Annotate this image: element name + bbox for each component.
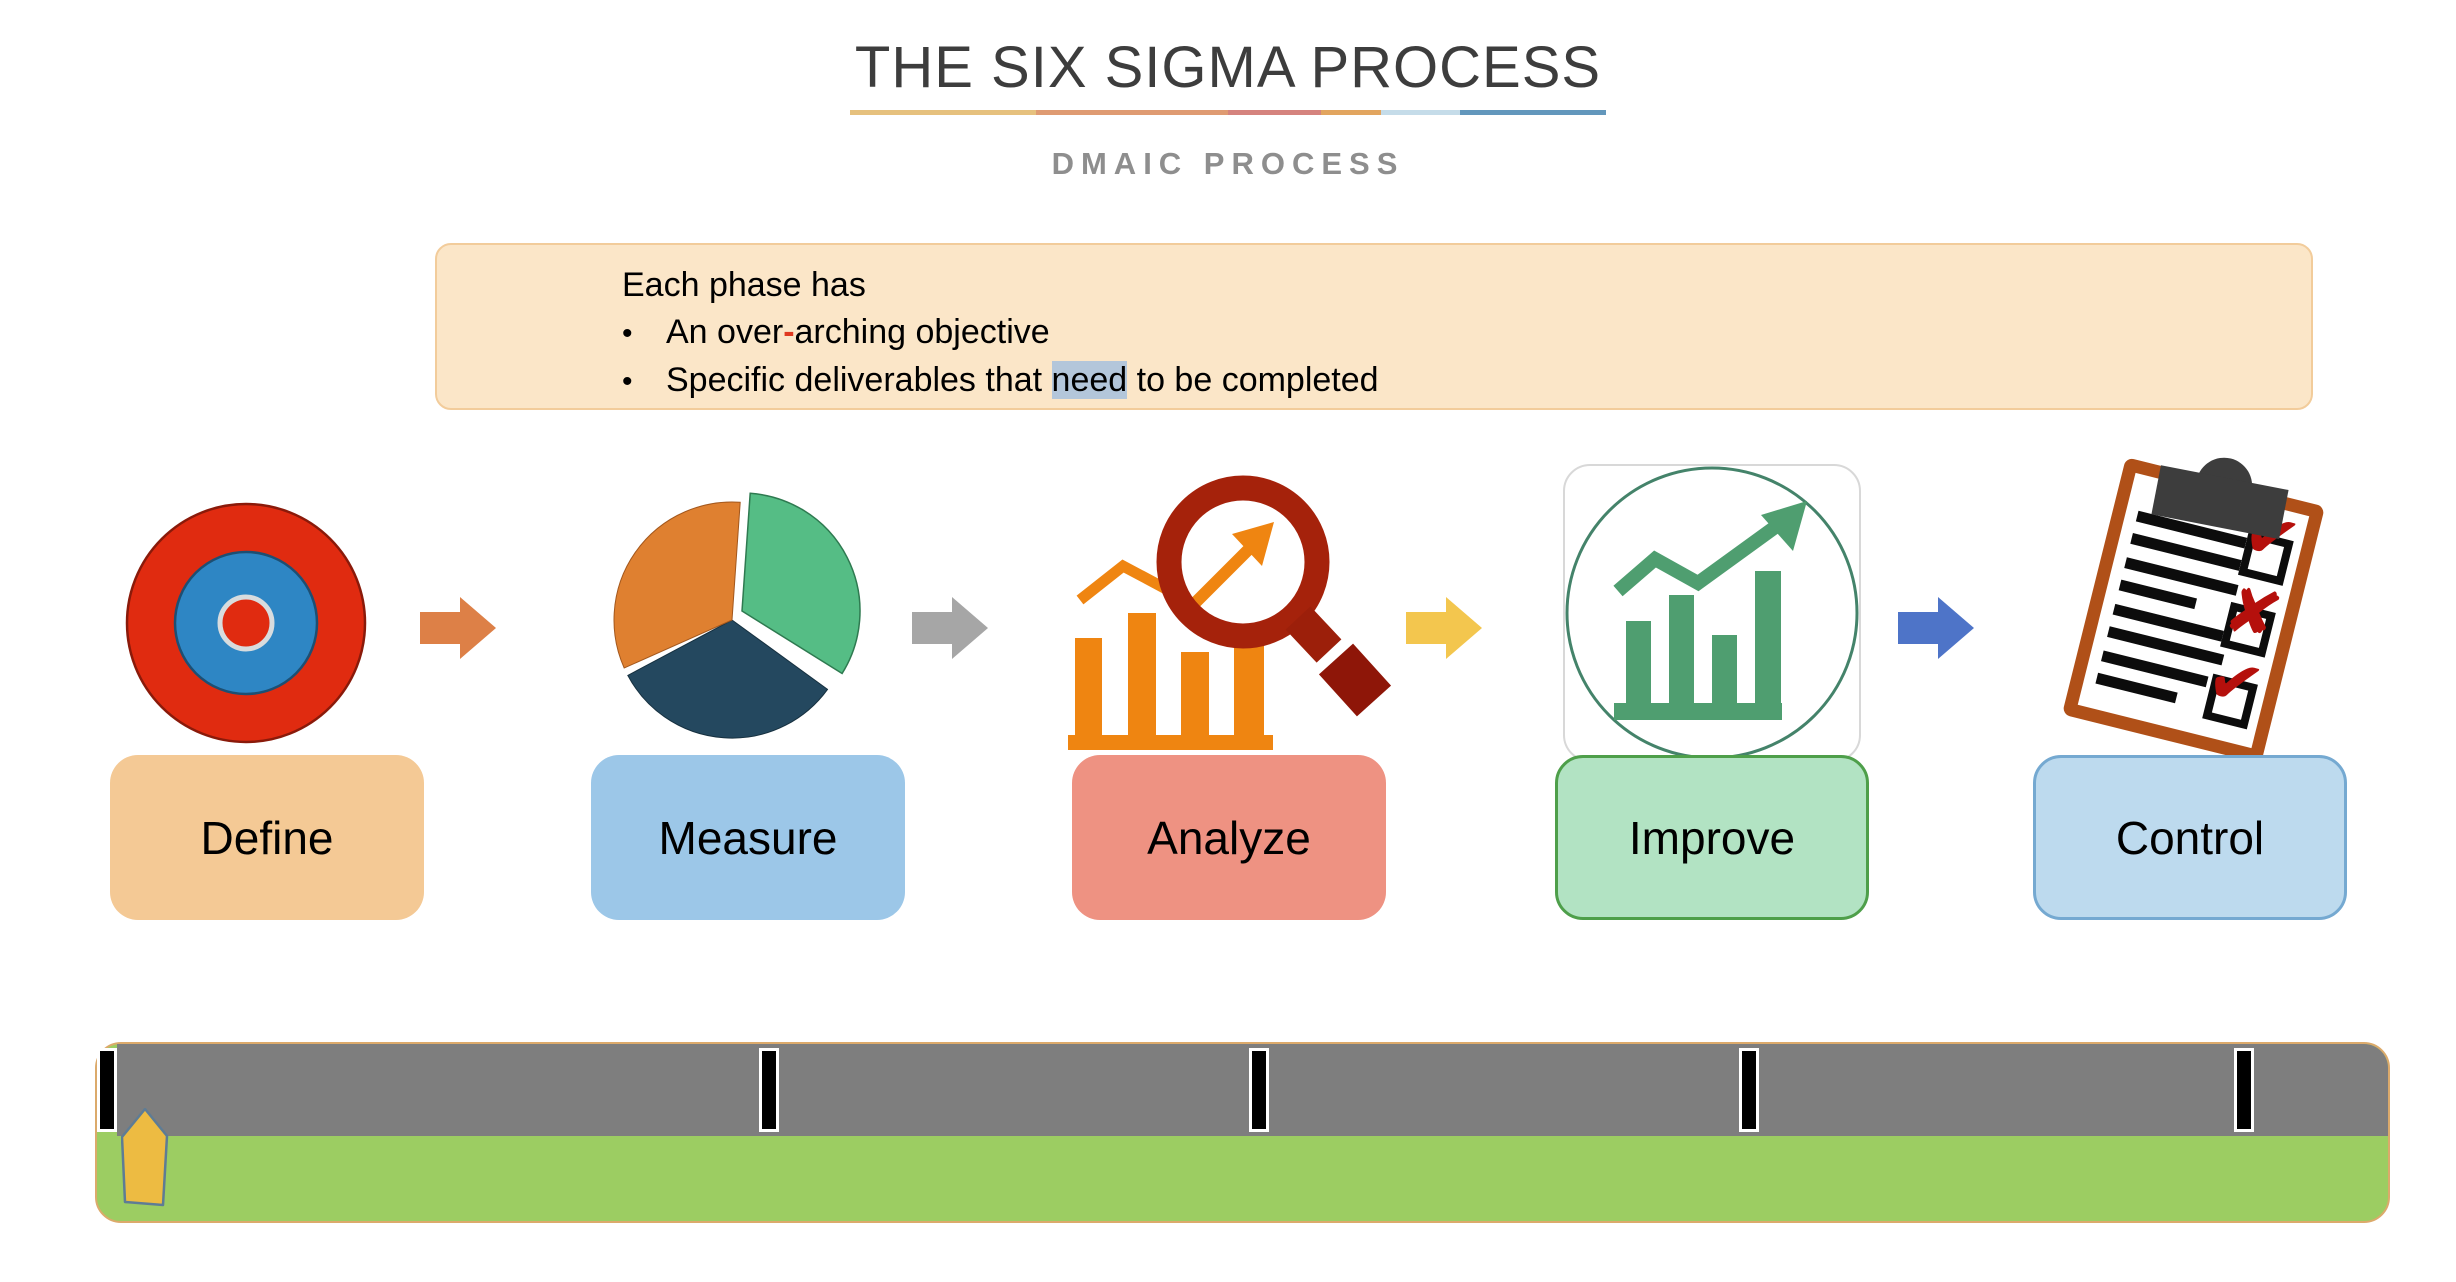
- underline-segment: [1460, 110, 1606, 115]
- arrow-define-to-measure-icon: [420, 597, 496, 659]
- bullet-icon: •: [622, 317, 633, 350]
- info-intro: Each phase has: [622, 266, 866, 304]
- target-icon: [125, 502, 367, 744]
- timeline-road: [95, 1042, 2390, 1223]
- road-tick: [759, 1048, 779, 1132]
- cross-mark-icon: ✘: [2217, 569, 2289, 656]
- page-subtitle: DMAIC PROCESS: [1051, 146, 1405, 181]
- growth-chart-icon: [1563, 464, 1861, 762]
- road-tick: [1739, 1048, 1759, 1132]
- underline-segment: [1381, 110, 1460, 115]
- pie-chart-icon: [613, 492, 861, 739]
- phase-label-control: Control: [2033, 755, 2347, 920]
- page-title: THE SIX SIGMA PROCESS: [854, 35, 1602, 100]
- underline-segment: [1036, 110, 1228, 115]
- info-box: Each phase has • An over-arching objecti…: [435, 243, 2313, 410]
- red-hyphen: -: [783, 313, 795, 351]
- phase-label-analyze: Analyze: [1072, 755, 1386, 920]
- checklist-clipboard-icon: ✔ ✘ ✔: [2061, 451, 2326, 764]
- road-tick: [2234, 1048, 2254, 1132]
- road-tick: [1249, 1048, 1269, 1132]
- title-underline: [850, 110, 1606, 115]
- underline-segment: [850, 110, 1036, 115]
- bullet-icon: •: [622, 365, 633, 398]
- arrow-measure-to-analyze-icon: [912, 597, 988, 659]
- info-bullet-2: • Specific deliverables that need to be …: [622, 357, 2311, 405]
- road-tick: [97, 1048, 117, 1132]
- position-marker-icon: [121, 1108, 169, 1207]
- info-bullet-1: • An over-arching objective: [622, 309, 2311, 357]
- bar-chart-magnifier-icon: [1068, 475, 1392, 750]
- arrow-improve-to-control-icon: [1898, 597, 1974, 659]
- arrow-analyze-to-improve-icon: [1406, 597, 1482, 659]
- phase-label-define: Define: [110, 755, 424, 920]
- phase-label-improve: Improve: [1555, 755, 1869, 920]
- underline-segment: [1228, 110, 1321, 115]
- check-mark-icon: ✔: [2199, 639, 2272, 725]
- phase-label-measure: Measure: [591, 755, 905, 920]
- underline-segment: [1321, 110, 1381, 115]
- highlighted-word: need: [1051, 361, 1128, 399]
